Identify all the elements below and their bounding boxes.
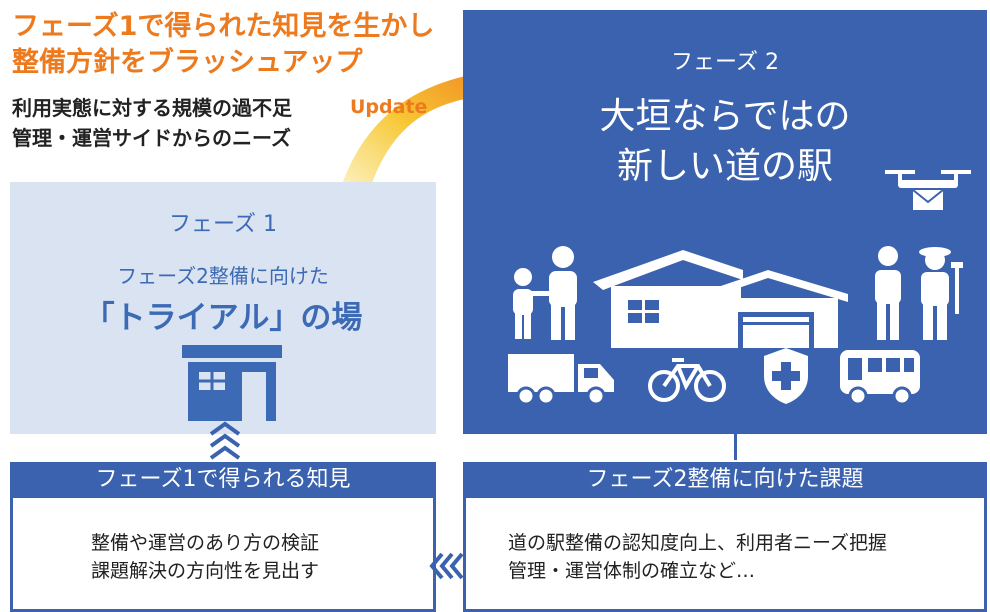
headline-line2: 整備方針をブラッシュアップ [12, 47, 363, 78]
phase1-main: 「トライアル」の場 [83, 300, 363, 336]
phase1-subtitle: フェーズ2整備に向けた [117, 264, 329, 288]
farmers-icon [875, 246, 963, 340]
chevron-up-icon [209, 421, 241, 460]
drone-icon [885, 170, 971, 210]
bottom-right-panel: 道の駅整備の認知度向上、利用者ニーズ把握 管理・運営体制の確立など… [463, 498, 987, 612]
phase2-main-line1: 大垣ならではの [599, 96, 851, 137]
bottom-left-panel: 整備や運営のあり方の検証 課題解決の方向性を見出す [10, 498, 436, 612]
bicycle-icon [648, 358, 726, 402]
bottom-left-line1: 整備や運営のあり方の検証 [91, 532, 320, 554]
connector-line [734, 434, 737, 460]
bus-icon [840, 350, 920, 406]
building-icon [593, 250, 848, 348]
update-label: Update [350, 96, 428, 118]
phase2-title: フェーズ 2 [671, 50, 779, 75]
bottom-right-line1: 道の駅整備の認知度向上、利用者ニーズ把握 [508, 532, 888, 554]
shop-icon [182, 345, 282, 421]
chevron-left-icon [429, 552, 464, 580]
phase2-main-line2: 新しい道の駅 [616, 146, 833, 187]
truck-icon [508, 354, 614, 405]
bottom-left-line2: 課題解決の方向性を見出す [91, 560, 320, 582]
phase1-box: フェーズ 1 フェーズ2整備に向けた 「トライアル」の場 [10, 182, 436, 434]
issue-line2: 管理・運営サイドからのニーズ [12, 126, 291, 150]
issue-line1: 利用実態に対する規模の過不足 [12, 96, 292, 120]
bottom-left-header: フェーズ1で得られる知見 [10, 462, 436, 498]
bottom-right-header: フェーズ2整備に向けた課題 [463, 462, 987, 498]
medical-shield-icon [764, 348, 808, 404]
phase1-title: フェーズ 1 [169, 212, 277, 237]
bottom-right-line2: 管理・運営体制の確立など… [508, 560, 756, 582]
headline-line1: フェーズ1で得られた知見を生かし [12, 11, 435, 42]
phase2-box: フェーズ 2 大垣ならではの 新しい道の駅 [463, 10, 987, 434]
family-icon [513, 246, 577, 340]
